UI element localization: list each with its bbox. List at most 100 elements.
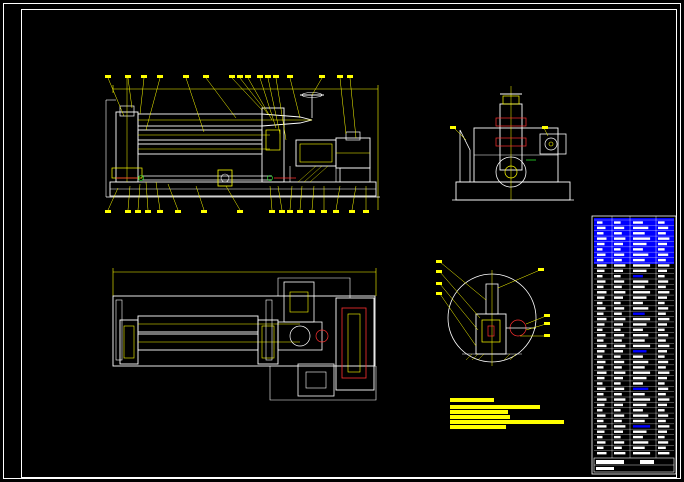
parts-list-cell xyxy=(658,333,669,337)
parts-list-cell xyxy=(658,269,667,273)
parts-list-cell xyxy=(658,419,666,423)
parts-list-cell xyxy=(614,285,622,289)
parts-list-cell xyxy=(597,392,604,396)
top-view xyxy=(112,268,377,401)
parts-list-cell xyxy=(658,323,667,326)
parts-list-cell xyxy=(614,435,621,439)
parts-list-cell xyxy=(658,339,666,342)
parts-list-cell xyxy=(597,291,607,294)
parts-list-cell xyxy=(597,376,605,380)
parts-list-cell xyxy=(597,328,603,332)
parts-list-cell xyxy=(597,451,607,455)
parts-list-cell xyxy=(597,232,604,235)
parts-list-cell xyxy=(658,398,670,401)
parts-list-cell xyxy=(597,242,605,246)
parts-list-cell xyxy=(658,312,666,315)
parts-list-cell xyxy=(614,339,622,342)
parts-list-cell xyxy=(633,248,643,251)
parts-list-cell xyxy=(614,371,626,374)
parts-list-cell xyxy=(658,350,667,353)
parts-list-cell xyxy=(597,339,604,342)
parts-list-cell xyxy=(633,232,645,235)
parts-list-cell xyxy=(633,355,643,358)
parts-list-cell xyxy=(614,366,622,369)
parts-list-cell xyxy=(597,360,606,364)
parts-list-cell xyxy=(614,242,623,246)
parts-list-cell xyxy=(597,296,605,299)
parts-list-cell xyxy=(633,441,649,444)
parts-list-cell xyxy=(658,392,666,396)
parts-list-cell xyxy=(614,451,626,455)
parts-list-cell xyxy=(633,419,645,423)
parts-list-cell xyxy=(614,419,622,423)
parts-list-cell xyxy=(633,307,649,310)
parts-list-cell xyxy=(658,371,670,374)
parts-list-cell xyxy=(597,258,604,262)
parts-list-cell xyxy=(597,419,604,423)
parts-list-cell xyxy=(614,392,622,396)
parts-list-cell xyxy=(614,274,621,278)
parts-list-cell xyxy=(658,355,665,358)
parts-list-cell xyxy=(633,366,645,369)
parts-list-cell xyxy=(633,323,647,326)
parts-list-cell xyxy=(633,264,651,267)
parts-list-cell xyxy=(597,366,604,369)
parts-list-cell xyxy=(597,398,607,401)
parts-list-cell xyxy=(658,430,667,433)
parts-list-cell xyxy=(597,409,603,412)
parts-list-cell xyxy=(633,280,649,283)
parts-list-cell xyxy=(614,248,621,251)
parts-list-cell xyxy=(658,291,670,294)
front-view xyxy=(105,75,380,210)
parts-list-cell xyxy=(658,425,670,428)
parts-list-cell xyxy=(614,291,626,294)
parts-list-cell xyxy=(658,253,669,256)
parts-list-cell xyxy=(633,435,643,439)
parts-list-cell xyxy=(597,446,604,450)
title-block xyxy=(591,215,677,475)
parts-list-cell xyxy=(633,328,643,332)
parts-list-cell xyxy=(614,344,626,348)
parts-list-cell xyxy=(633,333,649,337)
front-view-balloons xyxy=(105,75,369,213)
sheet-frame xyxy=(3,3,681,479)
parts-list-cell xyxy=(658,414,669,417)
parts-list-cell xyxy=(614,446,622,450)
parts-list-cell xyxy=(658,409,665,412)
parts-list-cell xyxy=(597,221,603,224)
parts-list-cell xyxy=(658,446,666,450)
parts-list-cell xyxy=(658,328,665,332)
parts-list-rows xyxy=(594,219,674,455)
parts-list-cell xyxy=(633,269,647,273)
parts-list-cell xyxy=(597,441,606,444)
parts-list-cell xyxy=(658,274,665,278)
section-detail-balloons xyxy=(436,126,550,337)
side-view xyxy=(452,86,574,201)
parts-list-cell xyxy=(658,280,669,283)
parts-list-cell xyxy=(597,333,606,337)
parts-list-cell xyxy=(633,291,651,294)
parts-list-cell xyxy=(633,446,645,450)
parts-list-cell xyxy=(633,430,647,433)
parts-list-cell xyxy=(633,371,651,374)
parts-list-cell xyxy=(658,232,666,235)
parts-list-cell xyxy=(658,403,667,407)
parts-list-cell xyxy=(633,274,643,278)
parts-list-cell xyxy=(614,425,626,428)
parts-list-cell xyxy=(597,274,603,278)
parts-list-cell xyxy=(658,376,667,380)
section-detail xyxy=(439,261,547,366)
parts-list-cell xyxy=(633,242,647,246)
parts-list-cell xyxy=(633,226,649,230)
parts-list-cell xyxy=(597,253,606,256)
parts-list-cell xyxy=(614,280,625,283)
parts-list-cell xyxy=(633,451,651,455)
parts-list-cell xyxy=(614,376,623,380)
parts-list-cell xyxy=(658,296,667,299)
parts-list-cell xyxy=(614,237,626,240)
parts-list-cell xyxy=(658,237,670,240)
parts-list-cell xyxy=(633,425,651,428)
parts-list-cell xyxy=(614,333,625,337)
parts-list-cell xyxy=(633,382,643,385)
parts-list-cell xyxy=(597,285,604,289)
